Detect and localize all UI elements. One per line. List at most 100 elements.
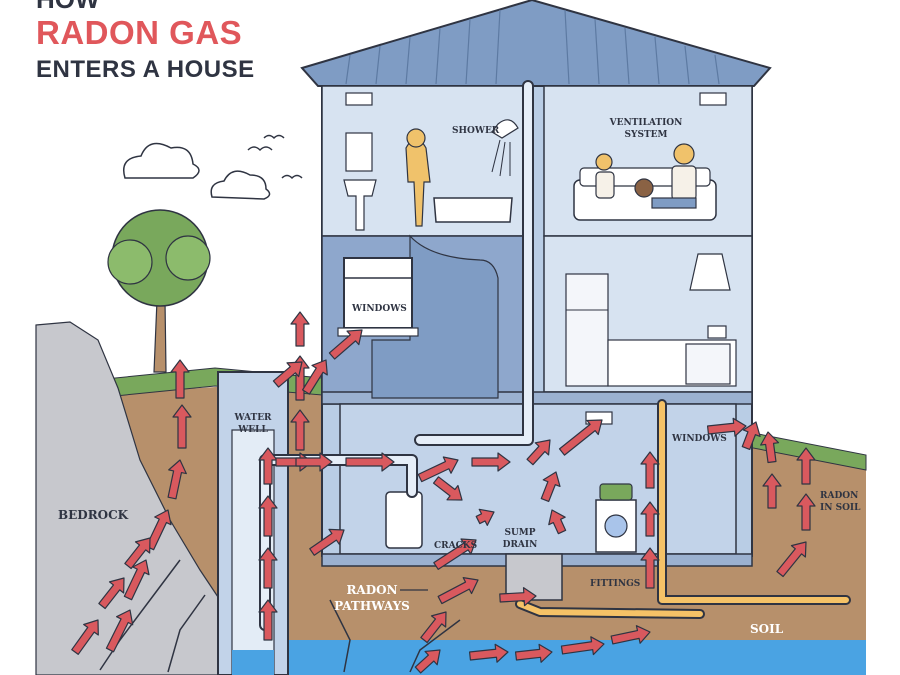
- cloud-icon: [123, 142, 200, 179]
- radon-arrow: [640, 501, 660, 537]
- window-sill: [337, 327, 419, 337]
- adult-body: [671, 165, 697, 201]
- adult-head: [673, 143, 695, 165]
- radon-arrow: [145, 509, 172, 551]
- label-soil: SOIL: [750, 622, 784, 636]
- label-shower: SHOWER: [452, 126, 500, 136]
- radon-arrow: [302, 359, 328, 395]
- radon-arrow: [514, 643, 553, 663]
- radon-arrows: [71, 311, 816, 674]
- label-bedrock: BEDROCK: [58, 508, 129, 522]
- label-windows-upper: WINDOWS: [351, 304, 407, 314]
- soil-right: [748, 440, 866, 675]
- stair-wall: [371, 234, 499, 399]
- water-heater: [385, 491, 423, 549]
- radon-arrow: [123, 559, 150, 601]
- radon-arrow: [760, 431, 780, 464]
- oven: [685, 343, 731, 385]
- radon-arrow: [548, 509, 567, 535]
- title-enters-a-house: ENTERS A HOUSE: [36, 56, 255, 83]
- radon-arrow: [309, 528, 345, 556]
- label-radon-pathways-2: PATHWAYS: [334, 599, 410, 613]
- radon-arrow: [105, 609, 134, 653]
- label-sump-2: DRAIN: [503, 540, 538, 550]
- label-water-well: WATER: [233, 413, 272, 423]
- radon-arrow: [432, 476, 463, 501]
- bird-icon: [247, 146, 273, 152]
- radon-arrow: [610, 625, 651, 645]
- radon-arrow: [420, 611, 447, 644]
- radon-arrow: [172, 404, 192, 449]
- teddy-bear: [634, 178, 654, 198]
- soil-crack-2: [409, 619, 461, 673]
- title-radon-gas: RADON GAS: [36, 14, 243, 51]
- label-water-well-2: WELL: [237, 425, 268, 435]
- radon-arrow: [499, 587, 537, 607]
- radon-arrow: [475, 508, 495, 527]
- window-upper: [343, 257, 413, 329]
- sump-pit: [505, 553, 563, 601]
- radon-arrow: [258, 495, 278, 537]
- bird-icon: [281, 174, 303, 180]
- radon-arrow: [417, 456, 459, 483]
- radon-arrow: [433, 538, 477, 570]
- bird-icon: [263, 134, 285, 140]
- radon-arrow: [167, 459, 187, 500]
- label-windows-basement: WINDOWS: [671, 434, 727, 444]
- tree-canopy: [107, 239, 153, 285]
- label-radon-soil-2: IN SOIL: [820, 503, 861, 513]
- radon-arrow: [71, 619, 99, 655]
- radon-arrow: [170, 359, 190, 399]
- label-ventilation: VENTILATION: [609, 118, 683, 128]
- bedrock-crack-1: [99, 559, 181, 671]
- roof: [300, 0, 772, 87]
- well-water: [232, 650, 274, 675]
- label-sump: SUMP: [504, 528, 535, 538]
- adult-legs: [651, 197, 697, 209]
- pot: [707, 325, 727, 339]
- radon-arrow: [558, 419, 603, 456]
- radon-arrow: [290, 409, 310, 451]
- washer-door: [604, 514, 628, 538]
- pipes: [259, 80, 851, 631]
- radon-arrow: [540, 471, 561, 503]
- radon-arrow: [640, 451, 660, 489]
- range-hood: [689, 253, 731, 291]
- radon-arrow: [328, 329, 363, 360]
- tree-canopy: [165, 235, 211, 281]
- vent-icon: [699, 92, 727, 106]
- person-head: [406, 128, 426, 148]
- label-radon-soil: RADON: [820, 491, 858, 501]
- radon-arrow: [468, 643, 509, 663]
- radon-arrow: [258, 447, 278, 485]
- radon-arrow: [124, 537, 151, 570]
- radon-arrow: [640, 547, 660, 589]
- radon-arrow: [258, 547, 278, 589]
- title-how: HOW: [36, 0, 100, 15]
- bathtub: [433, 197, 513, 223]
- radon-arrow: [295, 452, 333, 472]
- fridge: [565, 273, 609, 387]
- label-radon-pathways: RADON: [346, 583, 397, 597]
- shower-head-icon: [491, 119, 519, 139]
- radon-arrow: [258, 599, 278, 641]
- radon-arrow: [437, 577, 479, 605]
- label-ventilation-2: SYSTEM: [625, 130, 668, 140]
- radon-arrow: [762, 473, 782, 509]
- radon-arrow: [706, 417, 747, 437]
- radon-arrow: [414, 649, 441, 674]
- radon-arrow: [98, 577, 125, 610]
- radon-arrow: [796, 447, 816, 485]
- child-head: [595, 153, 613, 171]
- bedrock-crack-2: [167, 594, 206, 673]
- mirror: [345, 132, 373, 172]
- radon-arrow: [796, 493, 816, 531]
- vent-icon: [345, 92, 373, 106]
- child-body: [595, 171, 615, 199]
- soil-crack-1: [329, 599, 351, 673]
- label-cracks: CRACKS: [434, 541, 477, 551]
- label-fittings: FITTINGS: [590, 579, 640, 589]
- radon-arrow: [526, 439, 551, 466]
